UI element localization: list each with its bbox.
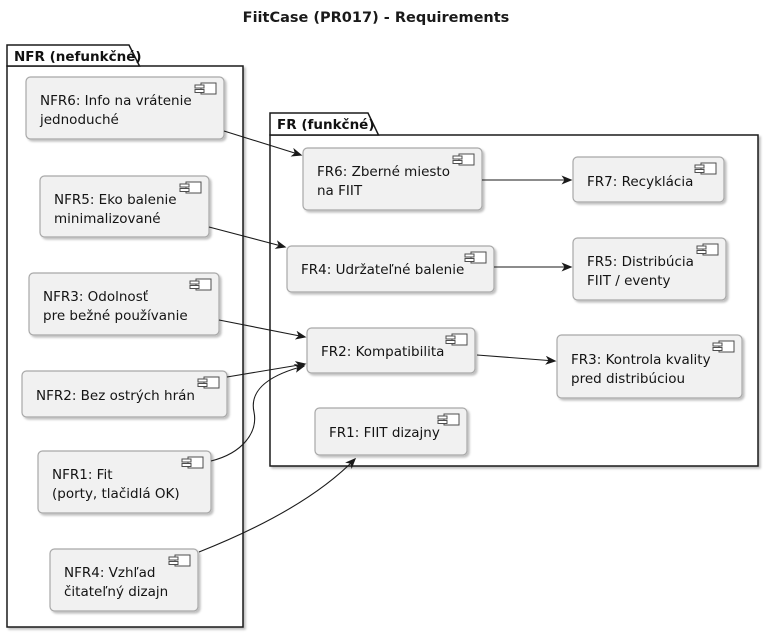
svg-text:NFR6: Info na vrátenie: NFR6: Info na vrátenie bbox=[40, 93, 192, 109]
svg-text:na FIIT: na FIIT bbox=[317, 183, 363, 199]
component-icon bbox=[181, 456, 204, 469]
package-nfr-label: NFR (nefunkčné) bbox=[14, 49, 142, 65]
component-fr2: FR2: Kompatibilita bbox=[306, 327, 476, 374]
svg-text:FR5: Distribúcia: FR5: Distribúcia bbox=[587, 254, 694, 270]
component-icon bbox=[694, 162, 717, 175]
component-nfr3: NFR3: Odolnosť pre bežné používanie bbox=[28, 272, 220, 336]
diagram-title: FiitCase (PR017) - Requirements bbox=[243, 10, 510, 26]
package-nfr: NFR (nefunkčné) bbox=[6, 44, 244, 628]
svg-text:FIIT / eventy: FIIT / eventy bbox=[587, 273, 671, 289]
component-fr6: FR6: Zberné miesto na FIIT bbox=[302, 147, 483, 211]
edges bbox=[198, 130, 573, 553]
component-fr4: FR4: Udržateľné balenie bbox=[286, 245, 495, 293]
svg-text:pre bežné používanie: pre bežné používanie bbox=[43, 308, 188, 324]
component-nfr4: NFR4: Vzhľad čitateľný dizajn bbox=[49, 548, 199, 612]
component-fr1: FR1: FIIT dizajny bbox=[314, 407, 468, 456]
arrow-nfr3-fr2 bbox=[218, 319, 307, 340]
component-icon bbox=[452, 153, 475, 166]
component-icon bbox=[437, 413, 460, 426]
component-icon bbox=[712, 340, 735, 353]
component-nfr6: NFR6: Info na vrátenie jednoduché bbox=[25, 76, 225, 140]
component-icon bbox=[194, 82, 217, 95]
component-nfr5: NFR5: Eko balenie minimalizované bbox=[39, 175, 210, 238]
component-icon bbox=[189, 278, 212, 291]
svg-text:FR7: Recyklácia: FR7: Recyklácia bbox=[587, 174, 693, 190]
arrow-nfr2-fr2 bbox=[226, 361, 307, 378]
svg-text:NFR4: Vzhľad: NFR4: Vzhľad bbox=[64, 565, 155, 581]
arrow-nfr1-fr2 bbox=[210, 364, 306, 462]
svg-text:NFR1: Fit: NFR1: Fit bbox=[52, 467, 113, 483]
svg-text:NFR3: Odolnosť: NFR3: Odolnosť bbox=[43, 289, 149, 305]
svg-text:FR1: FIIT dizajny: FR1: FIIT dizajny bbox=[329, 425, 440, 441]
component-icon bbox=[168, 554, 191, 567]
svg-text:pred distribúciou: pred distribúciou bbox=[571, 371, 685, 387]
svg-text:minimalizované: minimalizované bbox=[54, 211, 161, 227]
component-fr7: FR7: Recyklácia bbox=[572, 156, 725, 203]
component-icon bbox=[197, 376, 220, 389]
svg-text:FR2: Kompatibilita: FR2: Kompatibilita bbox=[321, 344, 444, 360]
svg-text:jednoduché: jednoduché bbox=[39, 112, 119, 128]
component-icon bbox=[464, 251, 487, 264]
arrow-nfr5-fr4 bbox=[208, 226, 287, 249]
arrow-fr2-fr3 bbox=[476, 354, 557, 365]
component-nfr1: NFR1: Fit (porty, tlačidlá OK) bbox=[37, 450, 212, 514]
package-fr-label: FR (funkčné) bbox=[277, 117, 375, 133]
svg-text:FR6: Zberné miesto: FR6: Zberné miesto bbox=[317, 164, 450, 180]
component-icon bbox=[696, 243, 719, 256]
svg-text:FR4: Udržateľné balenie: FR4: Udržateľné balenie bbox=[301, 262, 464, 278]
svg-text:čitateľný dizajn: čitateľný dizajn bbox=[64, 584, 168, 600]
component-icon bbox=[179, 181, 202, 194]
svg-text:FR3: Kontrola kvality: FR3: Kontrola kvality bbox=[571, 352, 711, 368]
component-icon bbox=[445, 333, 468, 346]
svg-text:(porty, tlačidlá OK): (porty, tlačidlá OK) bbox=[52, 486, 180, 502]
component-fr5: FR5: Distribúcia FIIT / eventy bbox=[572, 237, 727, 301]
arrow-nfr6-fr6 bbox=[223, 130, 303, 157]
svg-text:NFR5: Eko balenie: NFR5: Eko balenie bbox=[54, 192, 177, 208]
svg-text:NFR2: Bez ostrých hrán: NFR2: Bez ostrých hrán bbox=[36, 388, 195, 404]
arrow-nfr4-fr1 bbox=[198, 457, 357, 553]
component-nfr2: NFR2: Bez ostrých hrán bbox=[21, 370, 228, 418]
component-fr3: FR3: Kontrola kvality pred distribúciou bbox=[556, 334, 743, 399]
